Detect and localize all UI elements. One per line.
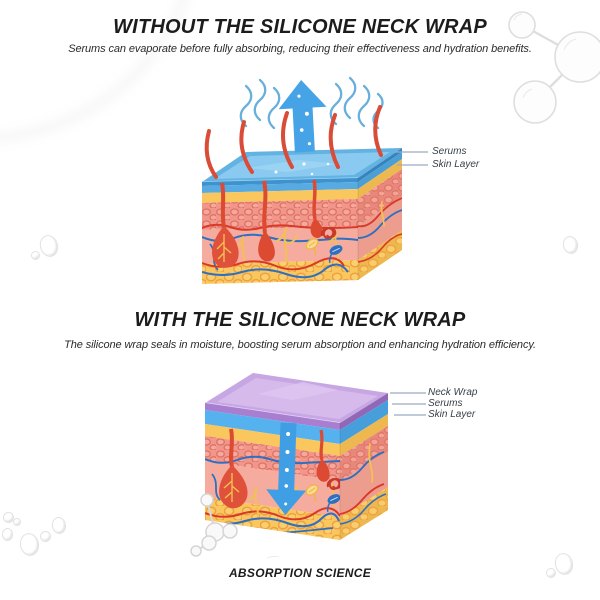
section-subtitle-with: The silicone wrap seals in moisture, boo…	[64, 339, 536, 351]
skin-cross-section-side	[339, 393, 388, 540]
label-serums: Serums	[432, 146, 467, 157]
label-serums: Serums	[428, 398, 463, 409]
skin-cross-section-front	[205, 403, 340, 540]
label-skin-layer: Skin Layer	[428, 409, 476, 420]
water-droplet-icon	[2, 528, 13, 541]
water-droplet-icon	[17, 531, 42, 558]
label-neck-wrap: Neck Wrap	[428, 387, 478, 398]
hair-follicles	[212, 179, 323, 268]
sweat-gland-icon	[320, 227, 337, 239]
section-subtitle-without: Serums can evaporate before fully absorb…	[68, 43, 532, 55]
water-droplet-icon	[50, 515, 68, 536]
gland-leaf-yellow	[305, 238, 319, 257]
water-droplet-icon	[13, 518, 21, 526]
skin-cross-section-side	[357, 148, 402, 280]
skin-diagram-without-wrap	[201, 76, 428, 284]
label-skin-layer: Skin Layer	[432, 159, 480, 170]
section-title-without: WITHOUT THE SILICONE NECK WRAP	[113, 16, 487, 38]
water-droplet-icon	[3, 512, 14, 523]
hair-strands	[204, 105, 383, 179]
callout-lines	[390, 392, 426, 416]
gland-leaf-yellow	[305, 484, 319, 503]
callout-lines	[394, 151, 428, 166]
water-droplet-icon	[40, 531, 51, 542]
molecule-icon	[190, 493, 238, 557]
water-droplet-icon	[37, 232, 61, 260]
water-droplet-icon	[31, 251, 40, 260]
molecule-icon	[508, 11, 600, 124]
hair-follicles	[219, 428, 330, 509]
skin-diagram-with-wrap	[204, 373, 426, 540]
evaporation-arrow-icon	[278, 80, 327, 153]
gland-leaf-blue	[328, 245, 343, 263]
water-droplet-icon	[560, 234, 581, 256]
water-droplet-icon	[546, 568, 556, 578]
absorption-arrow-icon	[266, 422, 307, 515]
sweat-gland-icon	[326, 478, 340, 490]
section-title-with: WITH THE SILICONE NECK WRAP	[134, 309, 466, 331]
neck-wrap-surface	[204, 373, 388, 424]
skin-cross-section-front	[202, 178, 358, 284]
gland-leaf-blue	[326, 494, 340, 512]
footer-title: ABSORPTION SCIENCE	[228, 566, 372, 580]
